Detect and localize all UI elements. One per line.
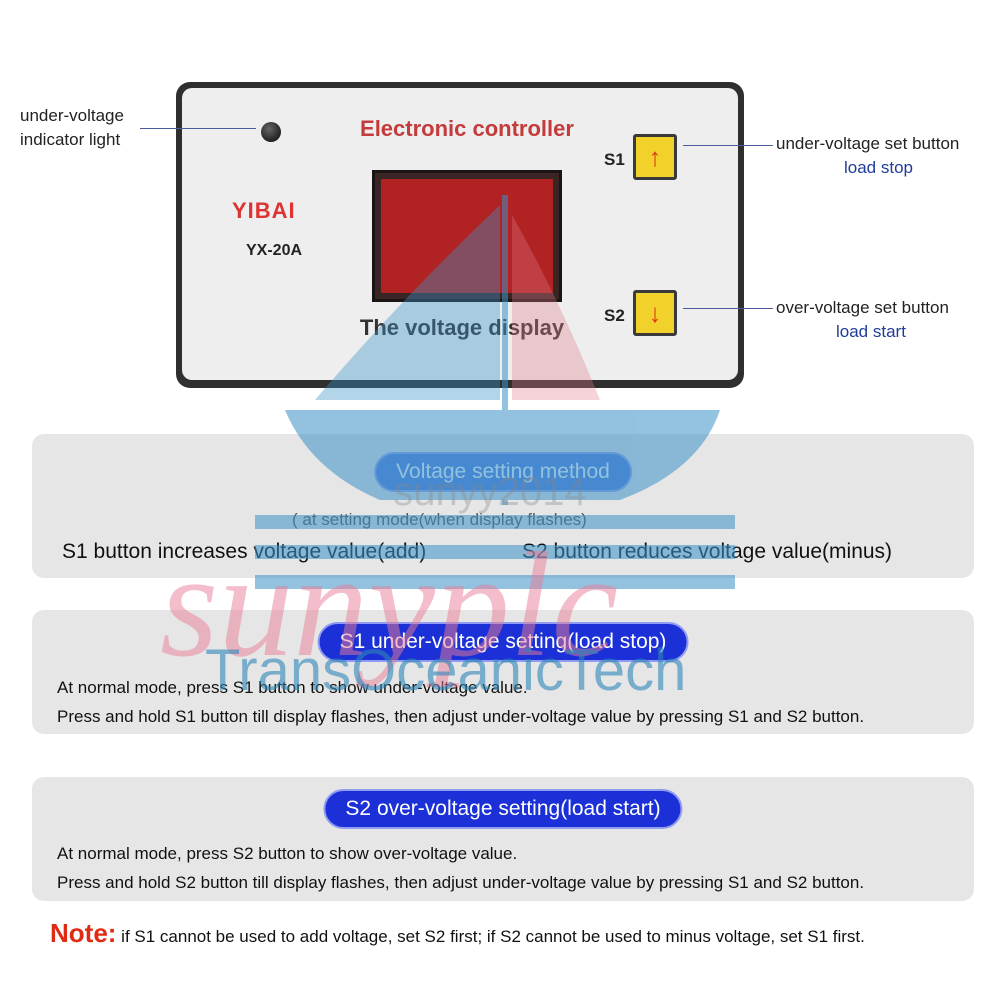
device-brand: YIBAI [232,198,296,223]
panel1-left-text: S1 button increases voltage value(add) [62,540,427,563]
s1-callout-line2: load stop [844,158,913,177]
indicator-callout: under-voltage indicator light [20,104,124,152]
voltage-display-screen [372,170,562,302]
panel3-line1: At normal mode, press S2 button to show … [57,844,518,863]
indicator-callout-line1: under-voltage [20,106,124,125]
panel1-right-text: S2 button reduces voltage value(minus) [522,540,893,563]
controller-device: Electronic controller YIBAI YX-20A The v… [176,82,744,388]
s2-label: S2 [604,306,625,325]
panel2-heading: S1 under-voltage setting(load stop) [317,622,689,662]
panel2-line1: At normal mode, press S1 button to show … [57,678,528,697]
note-line: Note: if S1 cannot be used to add voltag… [50,918,865,949]
device-model: YX-20A [246,242,303,259]
display-label: The voltage display [359,315,565,340]
s2-callout-line2: load start [836,322,906,341]
s1-under-voltage-panel: S1 under-voltage setting(load stop) At n… [32,610,974,734]
arrow-down-icon: ↓ [648,298,662,328]
note-text: if S1 cannot be used to add voltage, set… [121,927,865,946]
panel1-subnote: ( at setting mode(when display flashes) [292,510,587,529]
s1-callout-line1: under-voltage set button [776,134,960,153]
s2-down-button[interactable]: ↓ [633,290,677,336]
under-voltage-indicator-light [261,122,281,142]
panel3-line2: Press and hold S2 button till display fl… [57,873,865,892]
panel1-heading: Voltage setting method [374,452,632,492]
indicator-callout-line2: indicator light [20,130,121,149]
panel2-line2: Press and hold S1 button till display fl… [57,707,865,726]
s2-over-voltage-panel: S2 over-voltage setting(load start) At n… [32,777,974,901]
s1-up-button[interactable]: ↑ [633,134,677,180]
voltage-setting-method-panel: Voltage setting method ( at setting mode… [32,434,974,578]
s1-pointer-line [683,145,773,146]
s1-label: S1 [604,150,625,169]
s2-callout-line1: over-voltage set button [776,298,949,317]
indicator-pointer-line [140,128,256,129]
s2-pointer-line [683,308,773,309]
note-label: Note: [50,918,117,948]
device-faceplate: Electronic controller YIBAI YX-20A The v… [182,88,738,380]
s2-callout: over-voltage set button load start [776,296,949,344]
voltage-display-panel [381,179,553,293]
device-title: Electronic controller [360,116,574,141]
s1-callout: under-voltage set button load stop [776,132,959,180]
panel3-heading: S2 over-voltage setting(load start) [323,789,683,829]
arrow-up-icon: ↑ [648,142,662,172]
